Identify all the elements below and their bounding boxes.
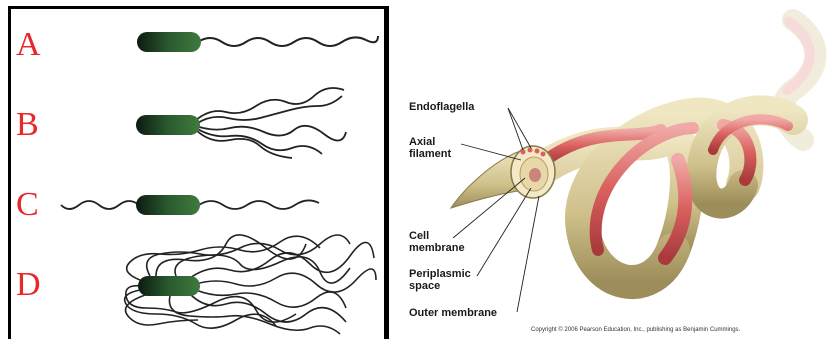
label-cell-line2: membrane (409, 242, 465, 254)
label-endoflagella: Endoflagella (409, 101, 474, 113)
label-cell-membrane: Cell membrane (409, 230, 465, 254)
bacterium-d-peritrichous (125, 235, 376, 334)
cell-body (136, 195, 200, 215)
flagellum (199, 200, 319, 209)
label-periplasmic-line2: space (409, 280, 471, 292)
copyright-notice: Copyright © 2006 Pearson Education, Inc.… (531, 327, 740, 333)
label-axial-line2: filament (409, 148, 451, 160)
flagellum (198, 36, 378, 46)
cell-body (138, 276, 200, 296)
label-axial-line1: Axial (409, 136, 451, 148)
flagellum (196, 269, 376, 292)
flagella-arrangement-panel: A B C D (0, 0, 393, 337)
bacteria-illustrations (0, 0, 393, 337)
label-cell-line1: Cell (409, 230, 465, 242)
flagellum (196, 126, 346, 141)
cell-body (137, 32, 201, 52)
flagellum (61, 201, 139, 209)
label-periplasmic-space: Periplasmic space (409, 268, 471, 292)
bacterium-c-amphitrichous (61, 195, 319, 215)
cell-body (136, 115, 200, 135)
label-axial-filament: Axial filament (409, 136, 451, 160)
spirochete-body (451, 110, 793, 282)
label-outer-membrane: Outer membrane (409, 307, 497, 319)
bacterium-a-monotrichous (137, 32, 378, 52)
spirochete-diagram-panel: Endoflagella Axial filament Cell membran… (393, 0, 827, 337)
label-periplasmic-line1: Periplasmic (409, 268, 471, 280)
flagellum (175, 255, 350, 283)
bacterium-b-lophotrichous (136, 88, 346, 158)
